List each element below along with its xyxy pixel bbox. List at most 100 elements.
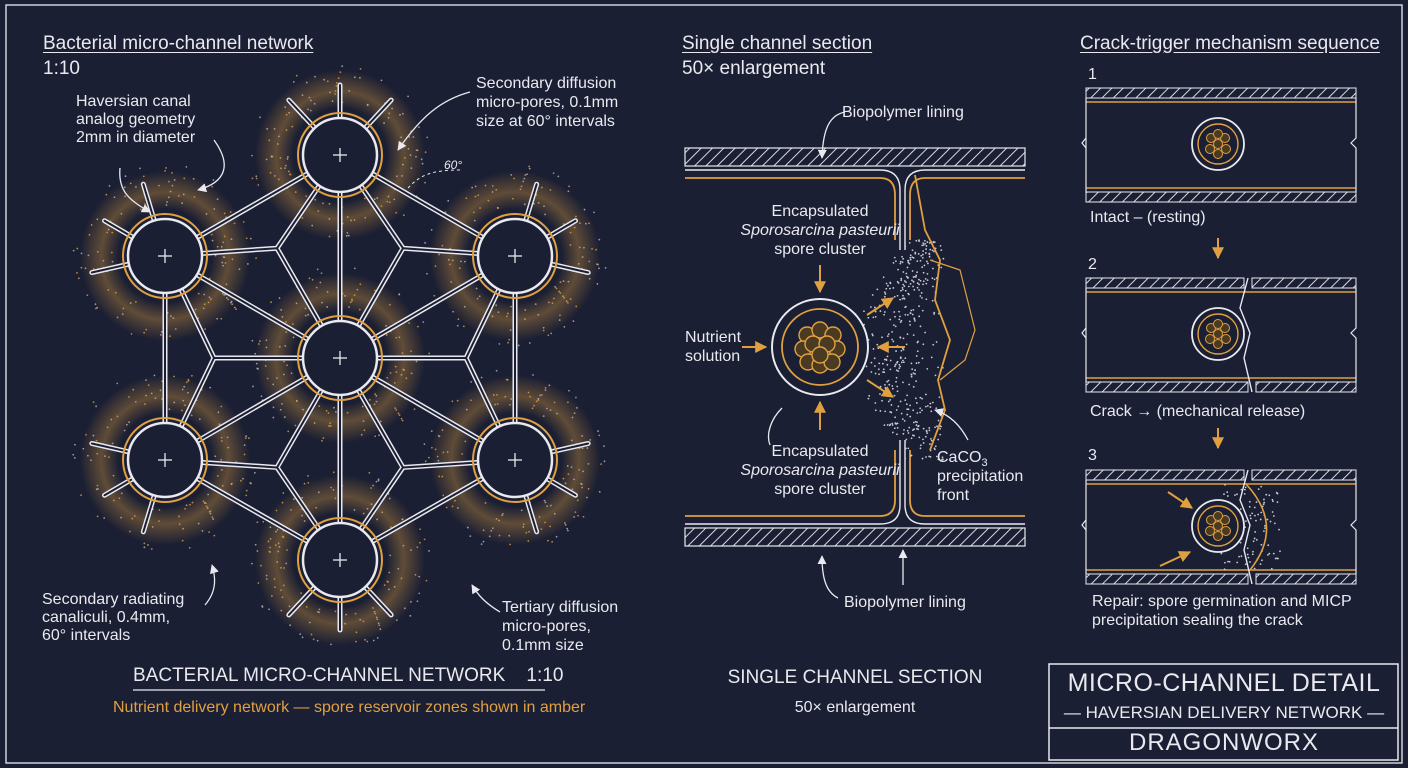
precipitation-dot <box>891 385 894 387</box>
spore <box>1221 526 1231 536</box>
precipitation-dot <box>925 456 927 458</box>
network-scale: 1:10 <box>43 58 80 79</box>
precipitation-dot <box>891 387 894 390</box>
precipitation-dot <box>917 425 919 428</box>
precipitation-dot <box>907 447 910 450</box>
micro-pore-dot <box>235 308 237 311</box>
precipitation-dot <box>899 262 902 265</box>
precipitation-dot <box>892 340 895 343</box>
micro-pore-dot <box>377 478 380 481</box>
precipitation-dot <box>905 403 908 406</box>
spore <box>1213 329 1223 339</box>
precipitation-dot <box>879 393 881 395</box>
micro-pore-dot <box>507 341 510 344</box>
precipitation-dot <box>926 262 929 265</box>
precipitation-dot <box>881 362 884 365</box>
precipitation-dot <box>889 368 892 371</box>
caco3-label-3: front <box>937 487 970 504</box>
precipitation-dot <box>890 411 893 414</box>
precipitation-dot <box>910 454 912 457</box>
title-block-subtitle: — HAVERSIAN DELIVERY NETWORK — <box>1063 703 1385 722</box>
precipitation-dot <box>906 408 909 411</box>
micro-pore-dot <box>307 475 309 477</box>
precipitation-dot <box>925 298 928 301</box>
precipitation-dot <box>910 437 913 440</box>
precipitation-dot <box>873 306 876 309</box>
precipitation-dot <box>937 366 939 369</box>
micro-pore-dot <box>430 430 433 433</box>
micro-pore-dot <box>372 639 375 642</box>
precipitation-dot <box>916 260 919 263</box>
micro-pore-dot <box>433 294 436 297</box>
precipitation-dot <box>896 426 899 429</box>
micro-pore-dot <box>374 435 377 438</box>
precipitation-dot <box>902 283 905 286</box>
precipitation-dot <box>905 343 908 346</box>
tertiary-leader <box>471 584 501 613</box>
micro-pore-dot <box>425 579 428 582</box>
precipitation-dot <box>909 254 912 257</box>
precipitation-dot <box>921 253 924 256</box>
canal-leader-2 <box>119 167 151 213</box>
precipitation-dot <box>915 424 918 426</box>
precipitation-dot <box>896 390 899 393</box>
precipitation-dot <box>902 348 905 351</box>
precipitation-dot <box>921 296 923 299</box>
precipitation-dot <box>929 443 931 445</box>
spore-bottom-1: Encapsulated <box>771 443 869 460</box>
micro-pore-dot <box>252 385 254 388</box>
crack-line <box>1239 277 1253 393</box>
precipitation-dot <box>893 427 896 430</box>
precipitation-dot <box>914 369 916 371</box>
precipitation-dot <box>926 272 929 275</box>
micro-pore-dot <box>76 247 79 250</box>
precipitation-dot <box>908 426 911 429</box>
precipitation-dot <box>889 399 892 401</box>
canal-leader <box>197 139 225 193</box>
precipitation-dot <box>886 380 888 383</box>
precipitation-dot <box>898 318 901 321</box>
spore <box>1213 521 1223 531</box>
precipitation-dot <box>893 295 896 298</box>
micro-pore-dot <box>316 268 319 271</box>
precipitation-dot <box>920 292 923 294</box>
precipitation-dot <box>922 343 925 346</box>
spore-top-3: spore cluster <box>774 241 866 258</box>
precipitation-dot <box>904 245 907 248</box>
precipitation-dot <box>911 270 914 272</box>
precipitation-dot <box>925 248 927 250</box>
precipitation-dot <box>922 271 925 274</box>
step-3-number: 3 <box>1088 447 1097 464</box>
precipitation-dot <box>934 445 937 448</box>
precipitation-dot <box>904 313 907 316</box>
precipitation-dot <box>907 259 909 262</box>
precipitation-dot <box>922 244 925 246</box>
precipitation-dot <box>939 244 942 247</box>
precipitation-dot <box>887 284 889 287</box>
precipitation-dot <box>893 365 896 368</box>
precipitation-dot <box>918 315 921 318</box>
precipitation-dot <box>891 422 894 425</box>
micro-pore-dot <box>470 381 473 383</box>
precipitation-dot <box>909 256 912 259</box>
precipitation-dot <box>931 249 934 252</box>
micro-pore-dot <box>213 534 216 537</box>
precipitation-dot <box>871 294 874 296</box>
precipitation-dot <box>900 289 902 292</box>
precipitation-dot <box>910 309 913 312</box>
sequence-step-3 <box>1081 469 1357 585</box>
precipitation-dot <box>940 249 943 252</box>
micro-pore-dot <box>401 419 404 422</box>
precipitation-dot <box>910 373 913 376</box>
micro-pore-dot <box>426 272 428 275</box>
micro-pore-dot <box>262 520 265 523</box>
precipitation-dot <box>906 277 909 279</box>
precipitation-dot <box>908 320 911 323</box>
precipitation-dot <box>912 372 915 374</box>
micro-pore-dot <box>272 416 275 419</box>
precipitation-dot <box>915 402 918 404</box>
precipitation-dot <box>908 383 911 386</box>
pores-leader <box>397 91 471 151</box>
precipitation-dot <box>929 406 932 408</box>
precipitation-dot <box>905 275 908 278</box>
